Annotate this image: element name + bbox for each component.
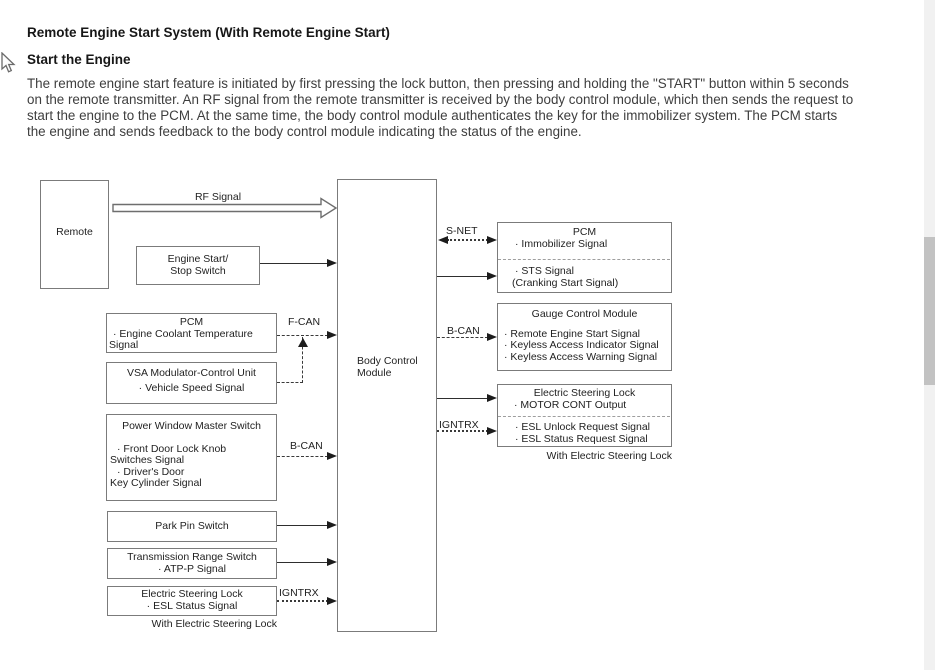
paragraph-line: on the remote transmitter. An RF signal …: [27, 92, 854, 107]
box-line: Stop Switch: [170, 264, 226, 277]
box-line: · Remote Engine Start Signal: [504, 327, 640, 340]
park-pin-line: [277, 525, 328, 526]
trs-line: [277, 562, 328, 563]
vsa-junction-up-arrowhead: [298, 338, 308, 347]
gauge-control-module-box: Gauge Control Module · Remote Engine Sta…: [497, 303, 672, 371]
box-title: PCM: [572, 226, 597, 238]
esl-right-caption: With Electric Steering Lock: [546, 450, 672, 462]
engine-switch-arrowhead: [327, 259, 337, 267]
igntrx-left-arrowhead: [327, 597, 337, 605]
box-title: Park Pin Switch: [155, 520, 229, 532]
electric-steering-lock-left-box: Electric Steering Lock · ESL Status Sign…: [107, 586, 277, 616]
b-can-right-label: B-CAN: [447, 325, 480, 337]
b-can-right-line: [437, 337, 488, 338]
igntrx-right-line: [437, 430, 488, 432]
box-line: · Keyless Access Indicator Signal: [504, 339, 659, 351]
box-line: · ESL Status Request Signal: [515, 432, 648, 445]
s-net-right-arrowhead: [487, 236, 497, 244]
box-title: Gauge Control Module: [531, 308, 638, 320]
box-title: Electric Steering Lock: [533, 387, 636, 399]
box-line: · Engine Coolant Temperature: [113, 327, 253, 340]
bcm-esl-arrowhead: [487, 394, 497, 402]
vsa-junction-vline: [302, 337, 303, 383]
vsa-modulator-box: VSA Modulator-Control Unit · Vehicle Spe…: [106, 362, 277, 404]
box-line: · Immobilizer Signal: [515, 237, 608, 250]
pcm-left-box: PCM · Engine Coolant Temperature Signal: [106, 313, 277, 353]
box-divider: [498, 416, 670, 417]
b-can-left-label: B-CAN: [290, 440, 323, 452]
b-can-left-arrowhead: [327, 452, 337, 460]
paragraph-line: the engine and sends feedback to the bod…: [27, 124, 582, 139]
box-line: · Vehicle Speed Signal: [138, 381, 245, 394]
box-title: VSA Modulator-Control Unit: [127, 367, 256, 379]
box-line: · ESL Status Signal: [146, 599, 238, 612]
esl-left-caption: With Electric Steering Lock: [151, 618, 277, 630]
section-heading: Start the Engine: [27, 52, 131, 67]
park-pin-switch-box: Park Pin Switch: [107, 511, 277, 542]
box-line: · Front Door Lock Knob: [117, 442, 227, 455]
bcm-pcm-line: [437, 276, 488, 277]
rf-signal-label: RF Signal: [194, 191, 242, 203]
box-line: · MOTOR CONT Output: [514, 398, 627, 411]
bcm-esl-line: [437, 398, 488, 399]
box-line: Engine Start/: [167, 253, 229, 265]
b-can-left-line: [277, 456, 328, 457]
box-line: · ESL Unlock Request Signal: [515, 421, 651, 433]
igntrx-left-label: IGNTRX: [279, 587, 319, 599]
engine-start-stop-switch-box: Engine Start/ Stop Switch: [136, 246, 260, 285]
electric-steering-lock-right-box: Electric Steering Lock · MOTOR CONT Outp…: [497, 384, 672, 447]
s-net-label: S-NET: [446, 225, 478, 237]
box-title: Electric Steering Lock: [141, 588, 243, 600]
power-window-master-switch-box: Power Window Master Switch · Front Door …: [106, 414, 277, 501]
igntrx-left-line: [277, 600, 328, 602]
f-can-arrowhead: [327, 331, 337, 339]
box-line: Key Cylinder Signal: [110, 477, 202, 489]
box-title: PCM: [179, 316, 204, 328]
remote-label: Remote: [56, 226, 93, 238]
box-title: Power Window Master Switch: [122, 420, 261, 432]
engine-switch-line: [260, 263, 328, 264]
igntrx-right-arrowhead: [487, 427, 497, 435]
trs-arrowhead: [327, 558, 337, 566]
box-title: Transmission Range Switch: [127, 551, 257, 563]
box-line: · ATP-P Signal: [158, 562, 226, 575]
box-divider: [498, 259, 670, 260]
bcm-pcm-arrowhead: [487, 272, 497, 280]
vsa-line: [277, 382, 303, 383]
f-can-label: F-CAN: [288, 316, 321, 328]
body-control-module-box: Body Control Module: [337, 179, 437, 632]
b-can-right-arrowhead: [487, 333, 497, 341]
f-can-line: [277, 335, 328, 336]
pcm-right-box: PCM · Immobilizer Signal · STS Signal (C…: [497, 222, 672, 293]
rf-signal-arrow: [112, 197, 338, 219]
mouse-cursor-icon: [1, 52, 16, 73]
s-net-left-arrowhead: [438, 236, 448, 244]
paragraph-line: start the engine to the PCM. At the same…: [27, 108, 838, 123]
box-line: Body Control: [357, 355, 418, 367]
transmission-range-switch-box: Transmission Range Switch · ATP-P Signal: [107, 548, 277, 579]
box-line: Module: [357, 366, 392, 379]
box-line: (Cranking Start Signal): [512, 276, 619, 289]
vertical-scrollbar-thumb[interactable]: [924, 237, 935, 385]
box-line: · Keyless Access Warning Signal: [504, 350, 658, 363]
igntrx-right-label: IGNTRX: [439, 419, 479, 431]
box-line: Switches Signal: [110, 454, 185, 466]
paragraph-line: The remote engine start feature is initi…: [27, 76, 849, 91]
box-line: Signal: [109, 339, 139, 351]
page-title: Remote Engine Start System (With Remote …: [27, 25, 390, 40]
box-line: · Driver's Door: [117, 465, 185, 478]
park-pin-arrowhead: [327, 521, 337, 529]
body-paragraph: The remote engine start feature is initi…: [27, 76, 853, 140]
remote-box: Remote: [40, 180, 109, 289]
box-line: · STS Signal: [515, 265, 574, 277]
s-net-line: [447, 239, 488, 241]
